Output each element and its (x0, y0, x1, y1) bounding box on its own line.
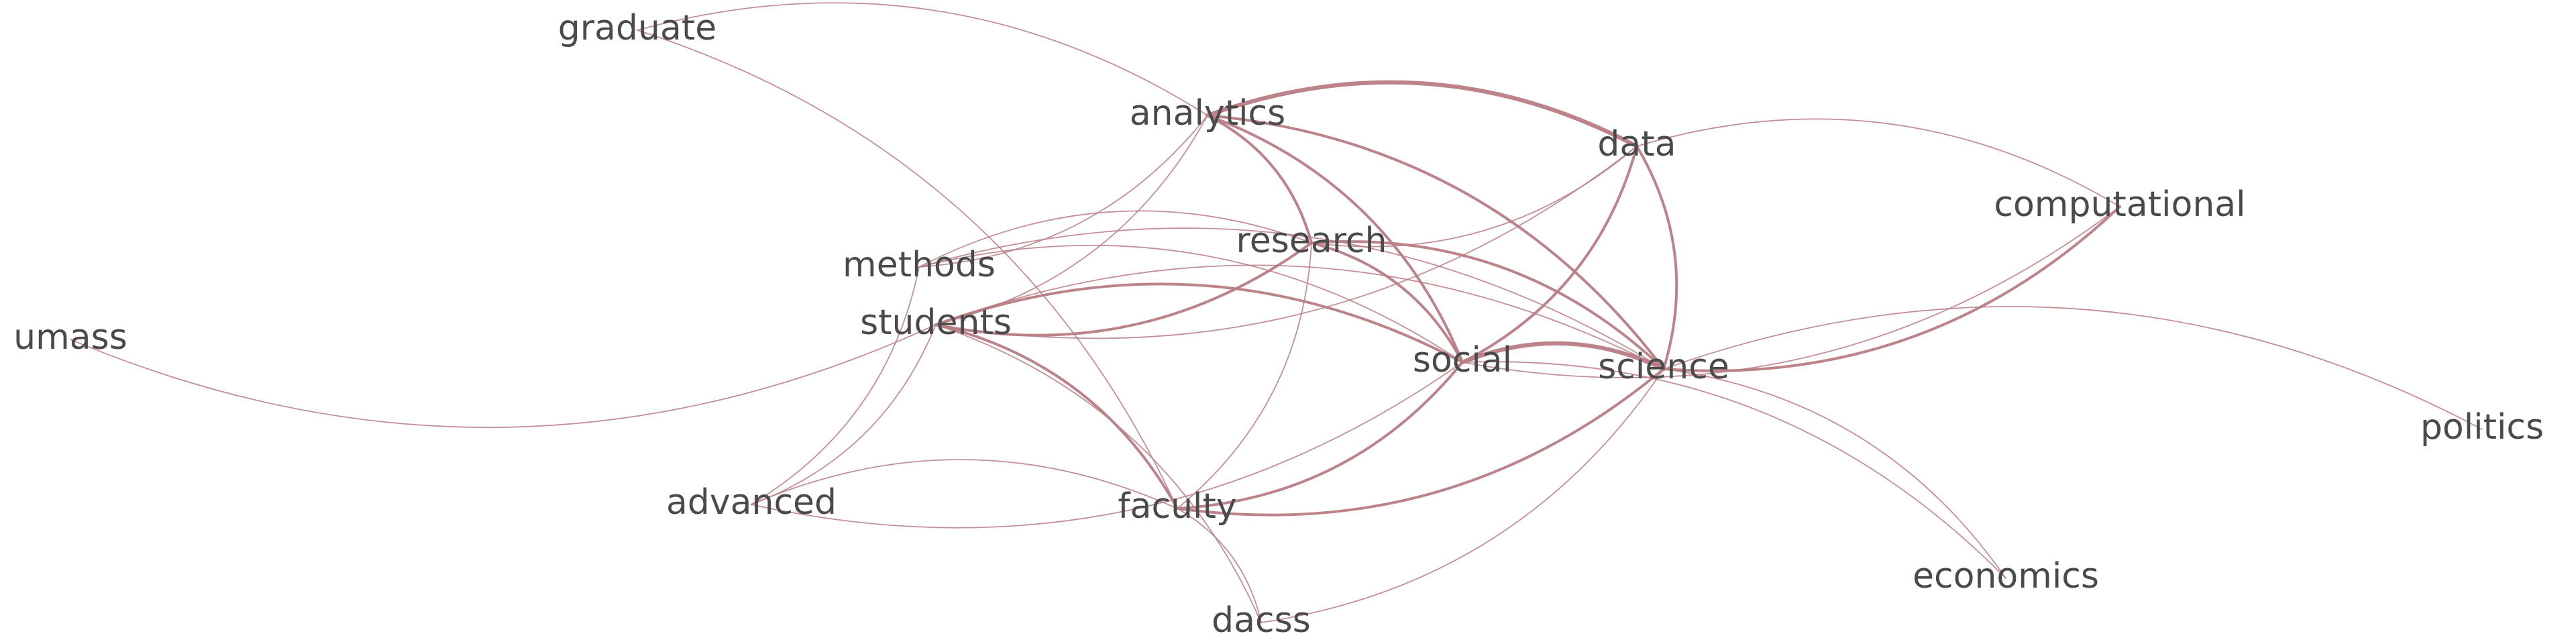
edge-social-economics (1462, 361, 2006, 579)
edge-students-dacss (935, 324, 1262, 623)
node-label-research: research (1236, 221, 1387, 261)
node-label-students: students (860, 303, 1012, 343)
edge-data-science (1635, 145, 1678, 370)
edge-analytics-methods (918, 115, 1208, 268)
edge-analytics-data (1205, 80, 1640, 149)
node-label-graduate: graduate (558, 8, 716, 48)
edge-research-social (1310, 241, 1464, 364)
edge-research-students (934, 241, 1313, 337)
node-label-economics: economics (1913, 556, 2099, 596)
edge-students-social (934, 282, 1464, 364)
edge-computational-science (1662, 205, 2121, 372)
node-label-data: data (1597, 124, 1676, 164)
edge-data-students (935, 146, 1638, 339)
node-label-faculty: faculty (1118, 486, 1236, 527)
edge-computational-social (1462, 206, 2121, 378)
edge-layer (70, 2, 2483, 623)
edge-students-umass (70, 324, 936, 428)
edge-science-faculty (1176, 368, 1665, 517)
edge-social-science (1460, 341, 1666, 372)
edge-data-social (1461, 145, 1638, 364)
edge-methods-advanced (751, 266, 920, 505)
node-label-layer: graduate analytics data computational method… (13, 8, 2544, 641)
node-label-umass: umass (13, 317, 127, 358)
node-label-social: social (1413, 340, 1512, 380)
edge-students-faculty (934, 323, 1179, 510)
edge-students-science (935, 264, 1664, 370)
node-label-computational: computational (1994, 184, 2245, 225)
edge-data-computational (1636, 118, 2121, 207)
node-label-politics: politics (2420, 407, 2544, 447)
node-label-methods: methods (843, 245, 996, 285)
edge-analytics-social (1206, 114, 1464, 364)
edge-graduate-faculty (637, 30, 1178, 509)
edge-advanced-faculty (751, 459, 1178, 509)
edge-methods-science (918, 227, 1664, 370)
edge-science-politics (1663, 306, 2483, 430)
edge-analytics-science (1206, 114, 1665, 370)
node-label-dacss: dacss (1212, 600, 1311, 641)
edge-methods-social (918, 244, 1463, 363)
edge-science-economics (1663, 368, 2006, 579)
edge-social-faculty (1176, 361, 1464, 510)
edge-science-dacss (1260, 368, 1664, 623)
node-label-advanced: advanced (666, 482, 837, 523)
edge-graduate-analytics (637, 2, 1208, 116)
edge-students-advanced (751, 324, 936, 505)
edge-research-faculty (1177, 242, 1312, 509)
edge-research-science (1310, 240, 1665, 370)
edge-analytics-students (935, 115, 1208, 325)
edge-analytics-research (1206, 114, 1313, 244)
node-label-analytics: analytics (1130, 93, 1285, 133)
edge-faculty-dacss (1177, 508, 1262, 623)
edge-social-advanced (751, 362, 1463, 529)
edge-methods-research (918, 210, 1312, 268)
node-label-science: science (1598, 347, 1729, 387)
